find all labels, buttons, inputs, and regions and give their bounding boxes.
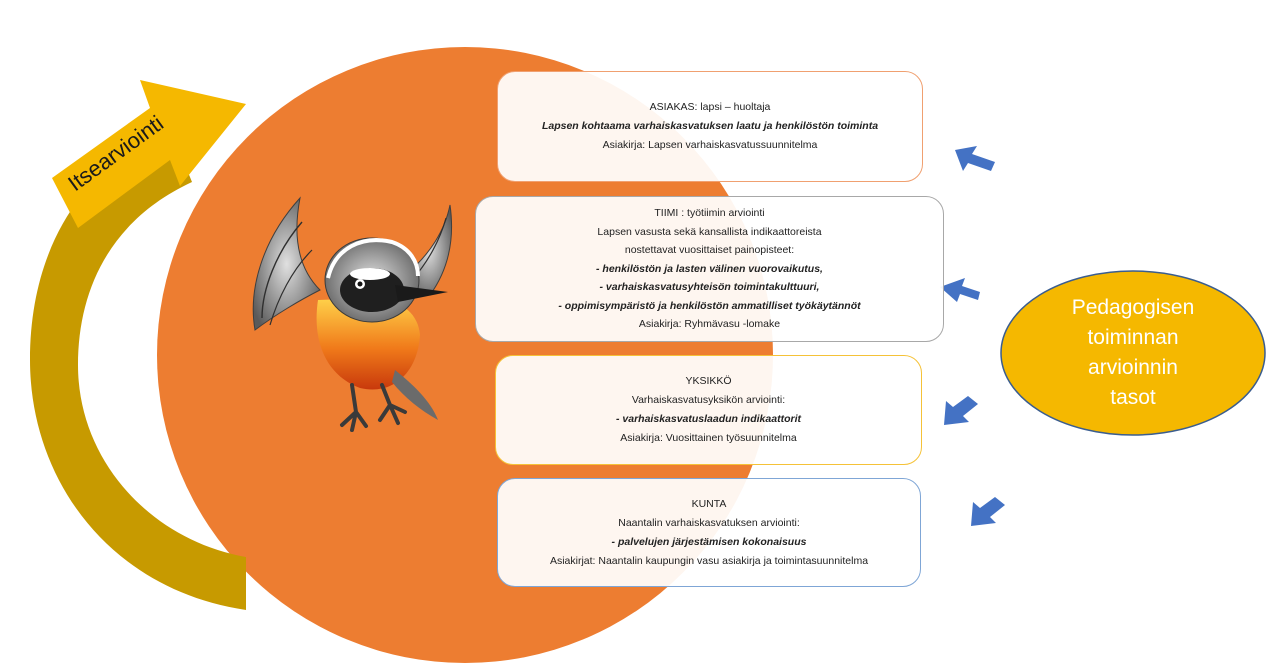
level-box-asiakas: ASIAKAS: lapsi – huoltaja Lapsen kohtaam… <box>497 71 923 182</box>
box-document: Asiakirja: Ryhmävasu -lomake <box>638 318 781 331</box>
box-point: - varhaiskasvatuslaadun indikaattorit <box>616 413 801 425</box>
box-intro: nostettavat vuosittaiset painopisteet: <box>624 244 795 257</box>
box-intro: Lapsen vasusta sekä kansallista indikaat… <box>597 225 822 238</box>
box-title: KUNTA <box>691 497 727 510</box>
box-title: ASIAKAS: lapsi – huoltaja <box>649 101 771 113</box>
levels-ellipse <box>1000 270 1266 436</box>
arrow-icon <box>940 278 980 302</box>
arrow-icon <box>971 497 1005 526</box>
levels-ellipse-text: Pedagogisen toiminnan arvioinnin tasot <box>1003 278 1263 428</box>
ellipse-line: Pedagogisen <box>1071 296 1195 319</box>
box-title: YKSIKKÖ <box>685 375 732 387</box>
box-document: Asiakirja: Vuosittainen työsuunnitelma <box>620 432 797 444</box>
arrow-icon <box>955 146 995 171</box>
box-title: TIIMI : työtiimin arviointi <box>654 207 765 220</box>
box-document: Asiakirja: Lapsen varhaiskasvatussuunnit… <box>602 139 818 151</box>
arrow-icon <box>944 396 978 425</box>
box-point: - henkilöstön ja lasten välinen vuorovai… <box>596 262 823 275</box>
ellipse-line: toiminnan <box>1087 326 1179 349</box>
box-focus: Lapsen kohtaama varhaiskasvatuksen laatu… <box>541 120 879 132</box>
level-box-kunta: KUNTA Naantalin varhaiskasvatuksen arvio… <box>497 478 921 587</box>
pointer-arrows <box>940 146 1005 526</box>
self-evaluation-label: Itsearviointi <box>63 110 168 196</box>
bird-mascot-icon <box>252 196 453 432</box>
ellipse-line: arvioinnin <box>1088 356 1178 379</box>
box-point: - oppimisympäristö ja henkilöstön ammati… <box>558 299 861 312</box>
level-box-yksikko: YKSIKKÖ Varhaiskasvatusyksikön arviointi… <box>495 355 922 465</box>
box-subtitle: Naantalin varhaiskasvatuksen arviointi: <box>618 516 800 529</box>
ellipse-line: tasot <box>1110 386 1156 409</box>
self-evaluation-arrow <box>30 80 246 610</box>
level-box-tiimi: TIIMI : työtiimin arviointi Lapsen vasus… <box>475 196 944 342</box>
box-subtitle: Varhaiskasvatusyksikön arviointi: <box>631 394 786 406</box>
box-document: Asiakirjat: Naantalin kaupungin vasu asi… <box>549 554 869 567</box>
box-point: - palvelujen järjestämisen kokonaisuus <box>611 535 807 548</box>
box-point: - varhaiskasvatusyhteisön toimintakulttu… <box>599 281 820 294</box>
